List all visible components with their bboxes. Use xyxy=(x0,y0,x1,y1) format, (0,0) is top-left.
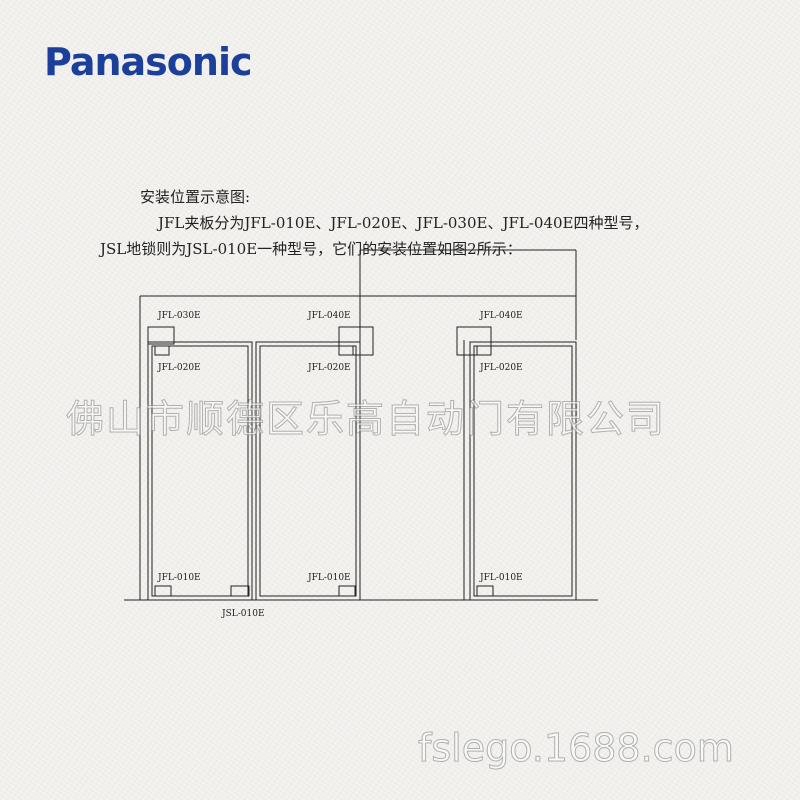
door-panel-2-outer xyxy=(255,341,361,601)
door-panel-1-inner xyxy=(151,345,249,597)
label-jfl-010e-1: JFL-010E xyxy=(157,573,201,583)
clamp-jfl-040e-right xyxy=(456,326,492,356)
clamp-jfl-010e-1 xyxy=(154,585,172,597)
document-title: 安装位置示意图: xyxy=(140,188,251,206)
clamp-jfl-020e-1 xyxy=(154,345,170,356)
clamp-jfl-020e-2 xyxy=(338,345,354,356)
door-panel-1-outer xyxy=(147,341,253,601)
clamp-jfl-010e-2 xyxy=(338,585,356,597)
label-jfl-020e-1: JFL-020E xyxy=(157,363,201,373)
door-panel-3-inner xyxy=(473,345,573,597)
label-jfl-040e-right: JFL-040E xyxy=(479,311,523,321)
document-line-2: JSL地锁则为JSL-010E一种型号，它们的安装位置如图2所示： xyxy=(100,240,522,258)
clamp-jfl-020e-3 xyxy=(476,345,492,356)
label-jfl-010e-3: JFL-010E xyxy=(479,573,523,583)
door-panel-2-inner xyxy=(259,345,357,597)
door-panel-3-outer xyxy=(469,341,577,601)
label-jfl-020e-3: JFL-020E xyxy=(479,363,523,373)
clamp-jfl-040e-left xyxy=(338,326,374,356)
label-jfl-010e-2: JFL-010E xyxy=(307,573,351,583)
company-watermark: 佛山市顺德区乐高自动门有限公司 xyxy=(65,397,667,442)
label-jfl-030e: JFL-030E xyxy=(157,311,201,321)
clamp-jfl-030e xyxy=(147,326,175,345)
site-watermark: fslego.1688.com xyxy=(418,726,735,771)
floor-lock-jsl-010e xyxy=(230,585,250,597)
clamp-jfl-010e-3 xyxy=(476,585,494,597)
panasonic-logo: Panasonic xyxy=(44,40,252,84)
label-jsl-010e: JSL-010E xyxy=(221,609,265,619)
label-jfl-040e-left: JFL-040E xyxy=(307,311,351,321)
document-line-1: JFL夹板分为JFL-010E、JFL-020E、JFL-030E、JFL-04… xyxy=(158,214,649,232)
label-jfl-020e-2: JFL-020E xyxy=(307,363,351,373)
